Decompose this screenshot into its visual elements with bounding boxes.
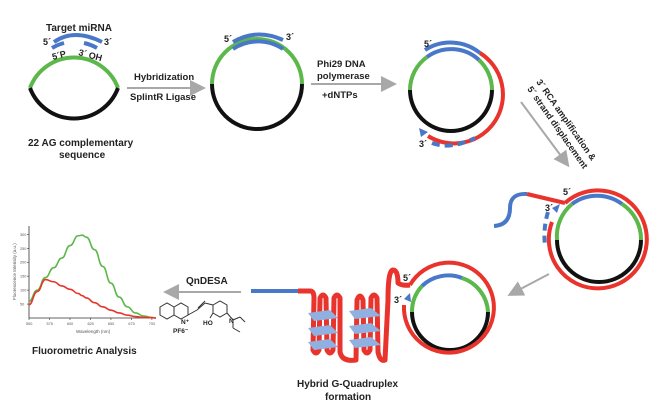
y-tick-label: 200 <box>20 261 26 265</box>
five-prime-label: 5´ <box>563 187 571 197</box>
step5-g4-circle: 5´ 3´ <box>394 260 496 355</box>
outer-blue-mirna <box>423 40 482 55</box>
red-g4-strand <box>298 267 411 363</box>
outer-red-circle <box>546 188 649 291</box>
displaced-blue-tail <box>493 191 528 228</box>
step2-ligated-circle: 5´ 3´ <box>210 32 304 131</box>
five-prime-label: 5´ <box>43 37 51 47</box>
black-arc <box>555 239 643 284</box>
black-arc <box>410 311 490 352</box>
green-arc-right <box>477 58 495 91</box>
y-tick-label: 150 <box>20 275 26 279</box>
target-mirna-strand <box>52 33 103 44</box>
x-tick-label: 550 <box>26 322 32 326</box>
step1-padlock-probe: Target miRNA 5´ 3´ 5´P 3´ OH 22 AG compl… <box>28 23 134 161</box>
step4-strand-displacement: 5´ 3´ <box>493 187 649 291</box>
x-tick-label: 600 <box>67 322 73 326</box>
three-prime-label: 3´ <box>419 139 427 149</box>
x-tick-label: 675 <box>128 322 134 326</box>
y-tick-label: 300 <box>20 233 26 237</box>
dntps-label: +dNTPs <box>322 90 358 101</box>
mirna-strand <box>231 32 284 44</box>
hybridization-label: Hybridization <box>134 72 194 83</box>
amine-label: N <box>229 318 234 325</box>
blue-arc <box>570 193 624 206</box>
x-tick-label: 575 <box>46 322 52 326</box>
blue-arc <box>420 273 463 288</box>
series-line-with-target <box>28 234 157 319</box>
arrow-rca-amplification: 3´ RCA amplification & 5´ strand displac… <box>520 77 598 170</box>
y-tick-label: 100 <box>20 289 26 293</box>
target-mirna-label: Target miRNA <box>46 23 112 34</box>
g-tetrad-plates <box>308 308 381 350</box>
displaced-red-tail <box>526 192 566 205</box>
n-plus-label: N⁺ <box>181 319 190 326</box>
probe-blue-segment <box>231 39 285 51</box>
y-axis-label: Fluorescence Intensity (a.u.) <box>12 243 17 300</box>
green-arc <box>554 202 574 241</box>
g4-caption-line2: formation <box>325 392 371 403</box>
probe-green-arc <box>28 55 120 89</box>
g-quadruplex-structure: Hybrid G-Quadruplex formation <box>251 267 411 403</box>
five-prime-label: 5´ <box>224 34 232 44</box>
x-tick-label: 650 <box>108 322 114 326</box>
hydroxyl-label: HO <box>203 320 213 327</box>
probe-5p-end <box>50 41 65 50</box>
five-prime-label: 5´ <box>403 273 411 283</box>
three-prime-label: 3´ <box>104 37 112 47</box>
displaced-dashes <box>431 136 476 148</box>
new-synthesis-dashes <box>542 211 550 247</box>
fluorometric-analysis-caption: Fluorometric Analysis <box>32 346 137 357</box>
outer-red-product <box>426 51 505 146</box>
green-arc-right <box>461 276 490 313</box>
three-prime-label: 3´ <box>545 203 553 213</box>
five-prime-label: 5´ <box>424 39 432 49</box>
qndesa-molecule-structure <box>159 300 246 333</box>
phi29-label: Phi29 DNA <box>317 59 366 70</box>
five-p-label: 5´P <box>51 49 67 62</box>
outer-red-circle <box>401 260 496 355</box>
y-tick-label: 50 <box>20 303 24 307</box>
arrow-hybridization: Hybridization SplintR Ligase <box>127 72 206 103</box>
x-tick-label: 625 <box>87 322 93 326</box>
series-line-without-target <box>28 278 157 319</box>
blue-probe-arc <box>425 47 481 62</box>
splintr-ligase-label: SplintR Ligase <box>130 92 196 103</box>
rca-label-line1: 3´ RCA amplification & <box>534 77 598 162</box>
growth-arrowhead-icon <box>552 204 560 213</box>
black-arc <box>210 83 304 131</box>
polymerase-label: polymerase <box>317 71 370 82</box>
pf6-counterion-label: PF6⁻ <box>173 328 189 335</box>
arrow-polymerase: Phi29 DNA polymerase +dNTPs <box>311 59 397 101</box>
green-arc <box>409 284 424 313</box>
caption-line2: sequence <box>59 150 106 161</box>
black-arc <box>408 89 494 133</box>
three-prime-label: 3´ <box>286 32 294 42</box>
green-arc <box>408 55 429 91</box>
green-arc <box>210 37 304 85</box>
growth-arrowhead-icon <box>419 128 428 137</box>
arrow-to-g4-circle <box>507 273 550 296</box>
x-axis-label: Wavelength (nm) <box>76 329 111 334</box>
y-tick-label: 250 <box>20 247 26 251</box>
growth-arrowhead-icon <box>404 293 411 302</box>
probe-3oh-end <box>83 41 98 50</box>
x-tick-label: 700 <box>149 322 155 326</box>
arrow-qndesa: QnDESA <box>163 276 241 300</box>
step3-rca-start: 5´ 3´ <box>408 39 505 149</box>
three-prime-label: 3´ <box>394 295 402 305</box>
qndesa-label: QnDESA <box>186 276 228 287</box>
g4-caption-line1: Hybrid G-Quadruplex <box>297 379 399 390</box>
green-arc-right <box>620 202 644 241</box>
caption-line1: 22 AG complementary <box>28 138 134 149</box>
probe-black-arc <box>28 87 120 121</box>
